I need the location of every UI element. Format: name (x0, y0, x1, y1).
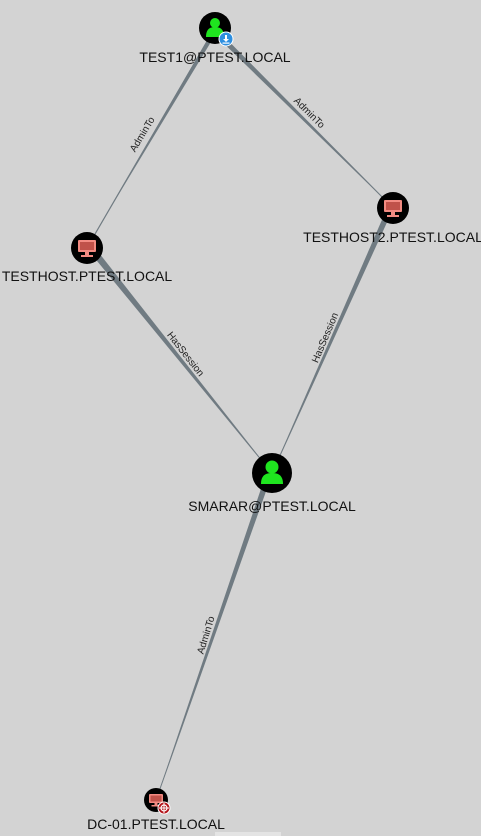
node-label-smarar: SMARAR@PTEST.LOCAL (188, 498, 356, 514)
download-icon (218, 31, 234, 47)
bottom-scroll-strip (215, 832, 281, 836)
user-icon (261, 460, 283, 484)
edge-test1-to-testhost[interactable]: AdminTo (86, 27, 218, 249)
computer-icon (384, 200, 402, 217)
edge-label-hassession: HasSession (310, 311, 341, 364)
node-testhost2-computer[interactable] (377, 192, 409, 224)
target-icon (157, 801, 171, 815)
node-label-test1: TEST1@PTEST.LOCAL (139, 49, 290, 65)
computer-icon (149, 794, 163, 807)
edge-testhost2-to-smarar[interactable]: HasSession (271, 206, 394, 474)
node-smarar-user[interactable] (252, 453, 292, 493)
node-test1-user[interactable] (199, 12, 234, 47)
node-label-testhost: TESTHOST.PTEST.LOCAL (2, 268, 173, 284)
node-testhost-computer[interactable] (71, 232, 103, 264)
computer-icon (78, 240, 96, 257)
edge-smarar-to-dc01[interactable]: AdminTo (155, 471, 273, 801)
edge-label-hassession: HasSession (164, 330, 206, 379)
user-icon (206, 18, 224, 37)
node-label-dc01: DC-01.PTEST.LOCAL (87, 816, 225, 832)
node-label-testhost2: TESTHOST2.PTEST.LOCAL (303, 229, 481, 245)
node-dc01-computer[interactable] (144, 788, 171, 815)
